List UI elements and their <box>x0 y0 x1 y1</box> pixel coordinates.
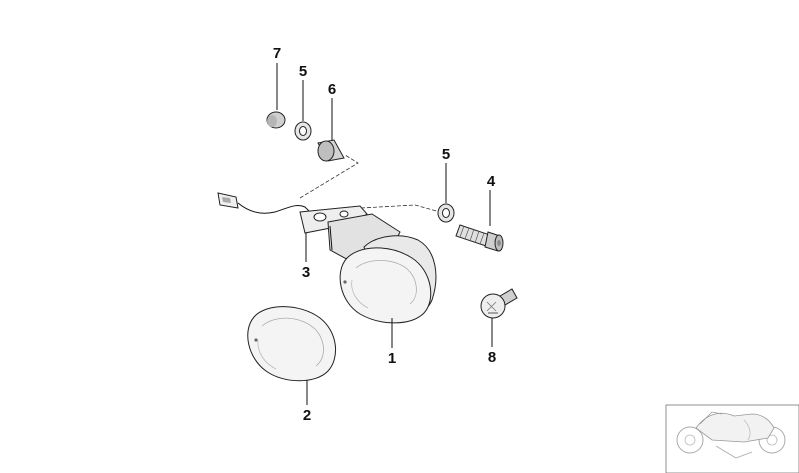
assembly-lines <box>299 154 441 219</box>
bulb-part[interactable] <box>480 288 518 319</box>
turn-signal-assembly-part[interactable] <box>327 213 437 324</box>
label-washer-right: 5 <box>442 146 450 163</box>
label-turn-signal-assembly: 1 <box>388 350 396 367</box>
label-bracket: 3 <box>302 264 310 281</box>
washer-top-part[interactable] <box>294 121 312 141</box>
motorcycle-thumbnail-icon <box>665 404 799 473</box>
label-nut: 7 <box>273 45 281 62</box>
nut-part[interactable] <box>266 111 286 129</box>
bolt-part[interactable] <box>455 224 504 252</box>
label-spacer: 6 <box>328 81 336 98</box>
part-labels: 7 5 6 5 4 3 1 2 8 <box>273 45 496 424</box>
bracket-part[interactable] <box>299 205 368 234</box>
label-washer-top: 5 <box>299 63 307 80</box>
label-bolt: 4 <box>487 173 496 190</box>
lens-part[interactable] <box>247 306 337 382</box>
label-bulb: 8 <box>488 349 496 366</box>
washer-right-part[interactable] <box>437 203 455 223</box>
wiring-connector-part[interactable] <box>217 192 313 215</box>
label-lens: 2 <box>303 407 311 424</box>
leader-lines <box>276 63 493 405</box>
spacer-part[interactable] <box>317 139 345 162</box>
